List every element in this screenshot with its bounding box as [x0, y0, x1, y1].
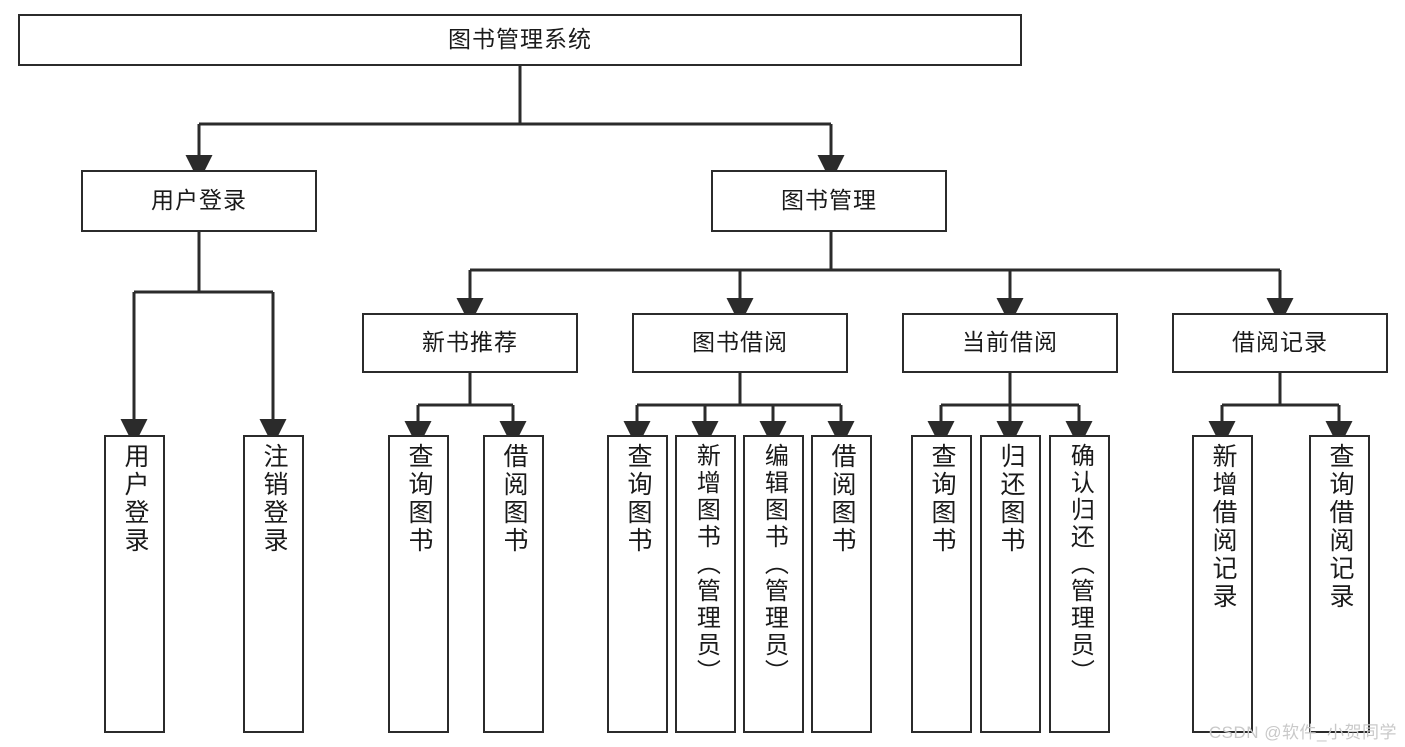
- leaf-bookborrow-borrow-book[interactable]: 借阅图书: [811, 435, 872, 733]
- node-label: 图书借阅: [692, 329, 788, 356]
- leaf-currentborrow-return-book[interactable]: 归还图书: [980, 435, 1041, 733]
- node-label: 用户登录: [151, 187, 247, 214]
- node-label: 查询借阅记录: [1326, 443, 1354, 611]
- node-label: 新增借阅记录: [1209, 443, 1237, 611]
- node-label: 图书管理: [781, 187, 877, 214]
- leaf-newbook-query-book[interactable]: 查询图书: [388, 435, 449, 733]
- node-label: 图书管理系统: [448, 26, 592, 53]
- node-label: 确认归还（管理员）: [1066, 443, 1094, 686]
- node-new-book-recommend[interactable]: 新书推荐: [362, 313, 578, 373]
- node-book-borrow[interactable]: 图书借阅: [632, 313, 848, 373]
- node-label: 用户登录: [121, 443, 149, 555]
- node-label: 当前借阅: [962, 329, 1058, 356]
- node-root-system[interactable]: 图书管理系统: [18, 14, 1022, 66]
- node-label: 借阅图书: [828, 443, 856, 555]
- node-label: 查询图书: [624, 443, 652, 555]
- leaf-borrowrecord-query-record[interactable]: 查询借阅记录: [1309, 435, 1370, 733]
- node-label: 查询图书: [405, 443, 433, 555]
- node-label: 编辑图书（管理员）: [760, 443, 788, 686]
- node-label: 新书推荐: [422, 329, 518, 356]
- leaf-bookborrow-query-book[interactable]: 查询图书: [607, 435, 668, 733]
- leaf-currentborrow-confirm-return-admin[interactable]: 确认归还（管理员）: [1049, 435, 1110, 733]
- node-borrow-record[interactable]: 借阅记录: [1172, 313, 1388, 373]
- node-label: 新增图书（管理员）: [692, 443, 720, 686]
- leaf-bookborrow-edit-book-admin[interactable]: 编辑图书（管理员）: [743, 435, 804, 733]
- node-label: 查询图书: [928, 443, 956, 555]
- node-label: 借阅记录: [1232, 329, 1328, 356]
- leaf-user-logout[interactable]: 注销登录: [243, 435, 304, 733]
- node-user-login[interactable]: 用户登录: [81, 170, 317, 232]
- leaf-currentborrow-query-book[interactable]: 查询图书: [911, 435, 972, 733]
- leaf-borrowrecord-add-record[interactable]: 新增借阅记录: [1192, 435, 1253, 733]
- leaf-user-login[interactable]: 用户登录: [104, 435, 165, 733]
- node-label: 归还图书: [997, 443, 1025, 555]
- node-current-borrow[interactable]: 当前借阅: [902, 313, 1118, 373]
- node-book-management[interactable]: 图书管理: [711, 170, 947, 232]
- leaf-bookborrow-add-book-admin[interactable]: 新增图书（管理员）: [675, 435, 736, 733]
- node-label: 借阅图书: [500, 443, 528, 555]
- node-label: 注销登录: [260, 443, 288, 555]
- leaf-newbook-borrow-book[interactable]: 借阅图书: [483, 435, 544, 733]
